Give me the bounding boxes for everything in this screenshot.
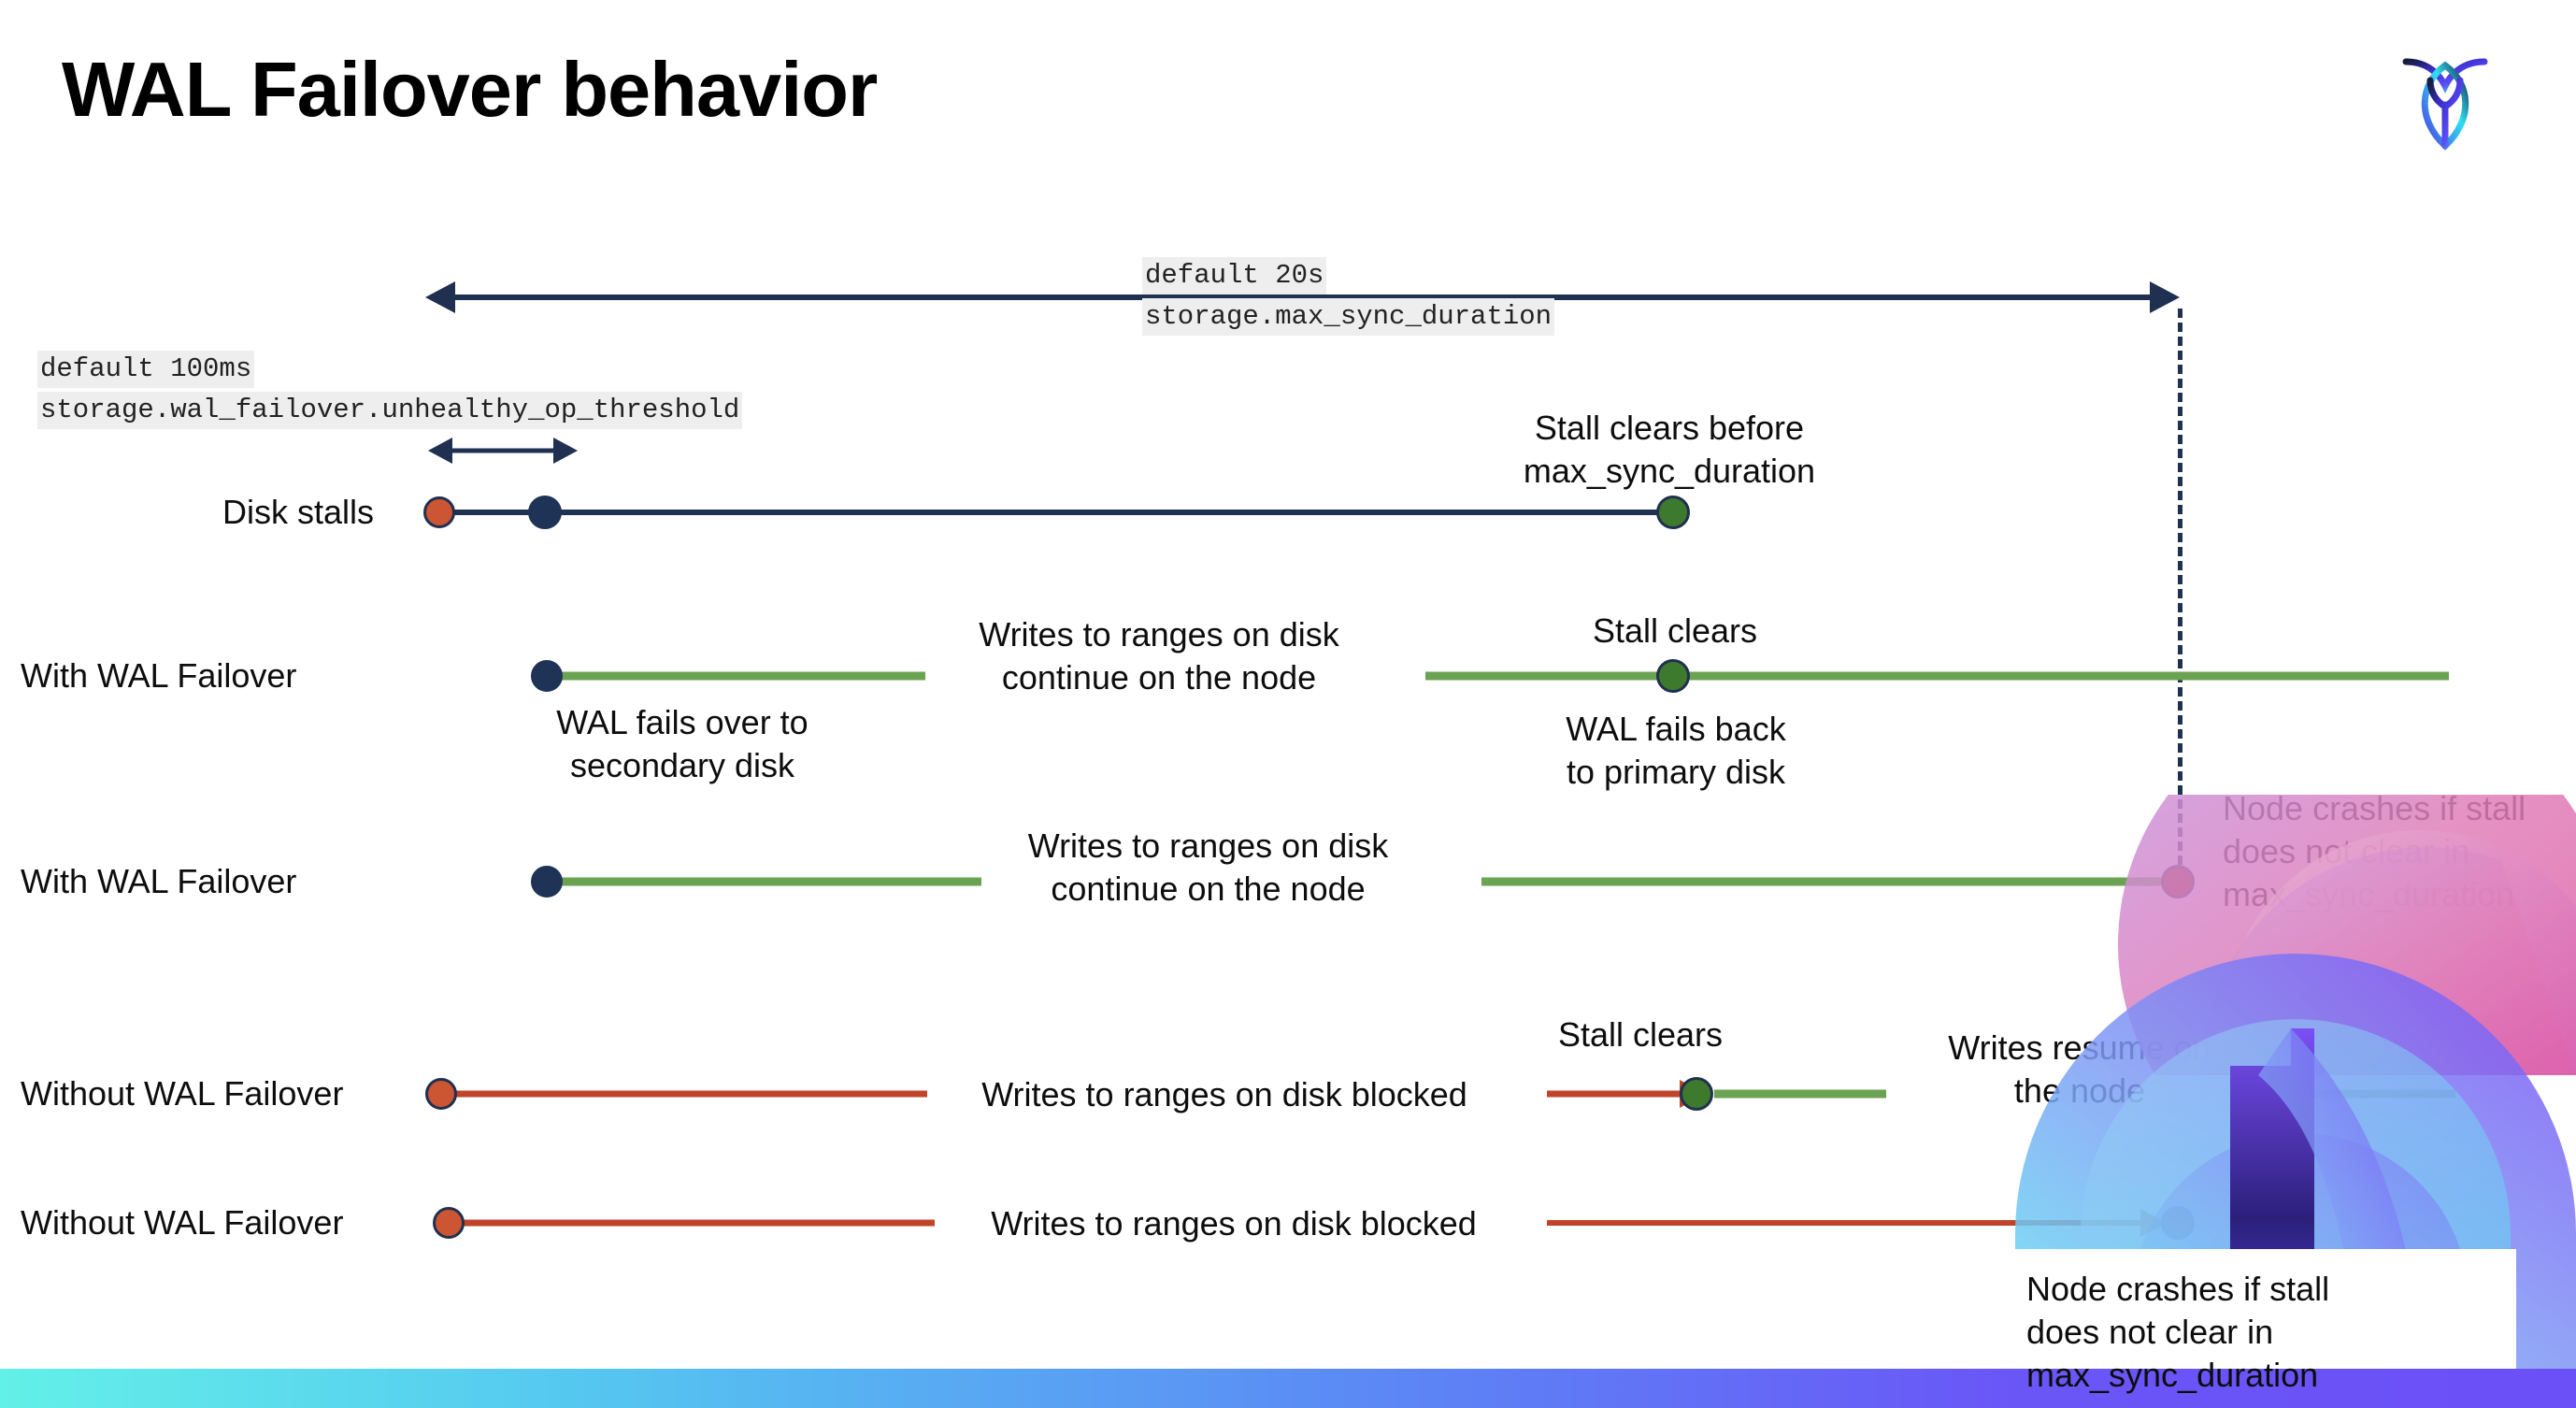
without-failover-2-start-dot [433, 1207, 465, 1239]
annot-wal-fails-back: WAL fails back to primary disk [1566, 710, 1786, 791]
max-sync-arrow-right-head [2150, 281, 2180, 313]
max-sync-deadline-dashed-line [2178, 309, 2182, 879]
row-label-without-wal-failover-1: Without WAL Failover [21, 1074, 344, 1113]
without-failover-1-green-seg [1714, 1089, 1886, 1099]
unhealthy-op-default-chip: default 100ms [37, 351, 255, 388]
cockroachdb-logo-icon [2393, 34, 2497, 153]
without-failover-1-stall-clear-dot [1680, 1077, 1713, 1111]
threshold-arrow-right-head [553, 438, 578, 464]
annot-wal-fails-over: WAL fails over to secondary disk [556, 703, 809, 784]
without-failover-1-red-seg-a [441, 1090, 927, 1098]
without-failover-2-crash-dot [2161, 1206, 2195, 1240]
annot-writes-blocked-1: Writes to ranges on disk blocked [981, 1075, 1467, 1113]
unhealthy-op-setting-chip: storage.wal_failover.unhealthy_op_thresh… [37, 392, 743, 429]
wal-failover-1-green-seg-b [1425, 671, 2449, 681]
without-failover-1-start-dot [425, 1078, 457, 1110]
max-sync-duration-span-line [453, 295, 2150, 300]
wal-failover-2-green-seg-b [1481, 877, 2178, 886]
annot-stall-clears-2: Stall clears [1557, 1015, 1724, 1054]
max-sync-arrow-left-head [425, 281, 455, 313]
bottom-gradient-bar [0, 1369, 2576, 1408]
disk-stalls-line [439, 510, 1673, 515]
disk-stall-threshold-dot [528, 496, 562, 529]
annot-writes-resume: Writes resume on the node [1948, 1028, 2211, 1110]
annot-node-crashes-1: Node crashes if stall does not clear in … [2223, 789, 2526, 913]
disk-stall-start-dot [423, 496, 455, 528]
wal-failover-2-crash-dot [2161, 865, 2195, 898]
without-failover-1-green-seg-far [2292, 1089, 2455, 1099]
annot-node-crashes-2: Node crashes if stall does not clear in … [2026, 1270, 2330, 1394]
annot-stall-clears-before-max: Stall clears before max_sync_duration [1523, 409, 1816, 490]
without-failover-2-red-seg-a [449, 1219, 935, 1227]
wal-failover-2-start-dot [531, 866, 563, 898]
disk-stall-clear-dot [1656, 496, 1690, 529]
wal-failover-2-green-seg-a [547, 877, 981, 886]
max-sync-setting-chip: storage.max_sync_duration [1142, 298, 1555, 336]
threshold-span-line [451, 448, 553, 453]
wal-failover-1-stall-clear-dot [1656, 659, 1690, 693]
row-label-with-wal-failover-1: With WAL Failover [21, 656, 297, 695]
annot-writes-blocked-2: Writes to ranges on disk blocked [991, 1204, 1477, 1243]
annot-writes-continue-2: Writes to ranges on disk continue on the… [1027, 826, 1389, 908]
annot-writes-continue-1: Writes to ranges on disk continue on the… [979, 615, 1339, 697]
annot-stall-clears-1: Stall clears [1592, 611, 1758, 650]
row-label-without-wal-failover-2: Without WAL Failover [21, 1203, 344, 1242]
wal-failover-1-start-dot [531, 660, 563, 692]
max-sync-default-chip: default 20s [1142, 257, 1327, 295]
page-title: WAL Failover behavior [62, 46, 878, 133]
without-failover-2-red-seg-b [1547, 1220, 2176, 1226]
threshold-arrow-left-head [428, 438, 452, 464]
without-failover-1-red-seg-b [1547, 1090, 1685, 1098]
wal-failover-1-green-seg-a [547, 671, 925, 681]
row-label-with-wal-failover-2: With WAL Failover [21, 862, 297, 900]
row-label-disk-stalls: Disk stalls [222, 493, 375, 531]
